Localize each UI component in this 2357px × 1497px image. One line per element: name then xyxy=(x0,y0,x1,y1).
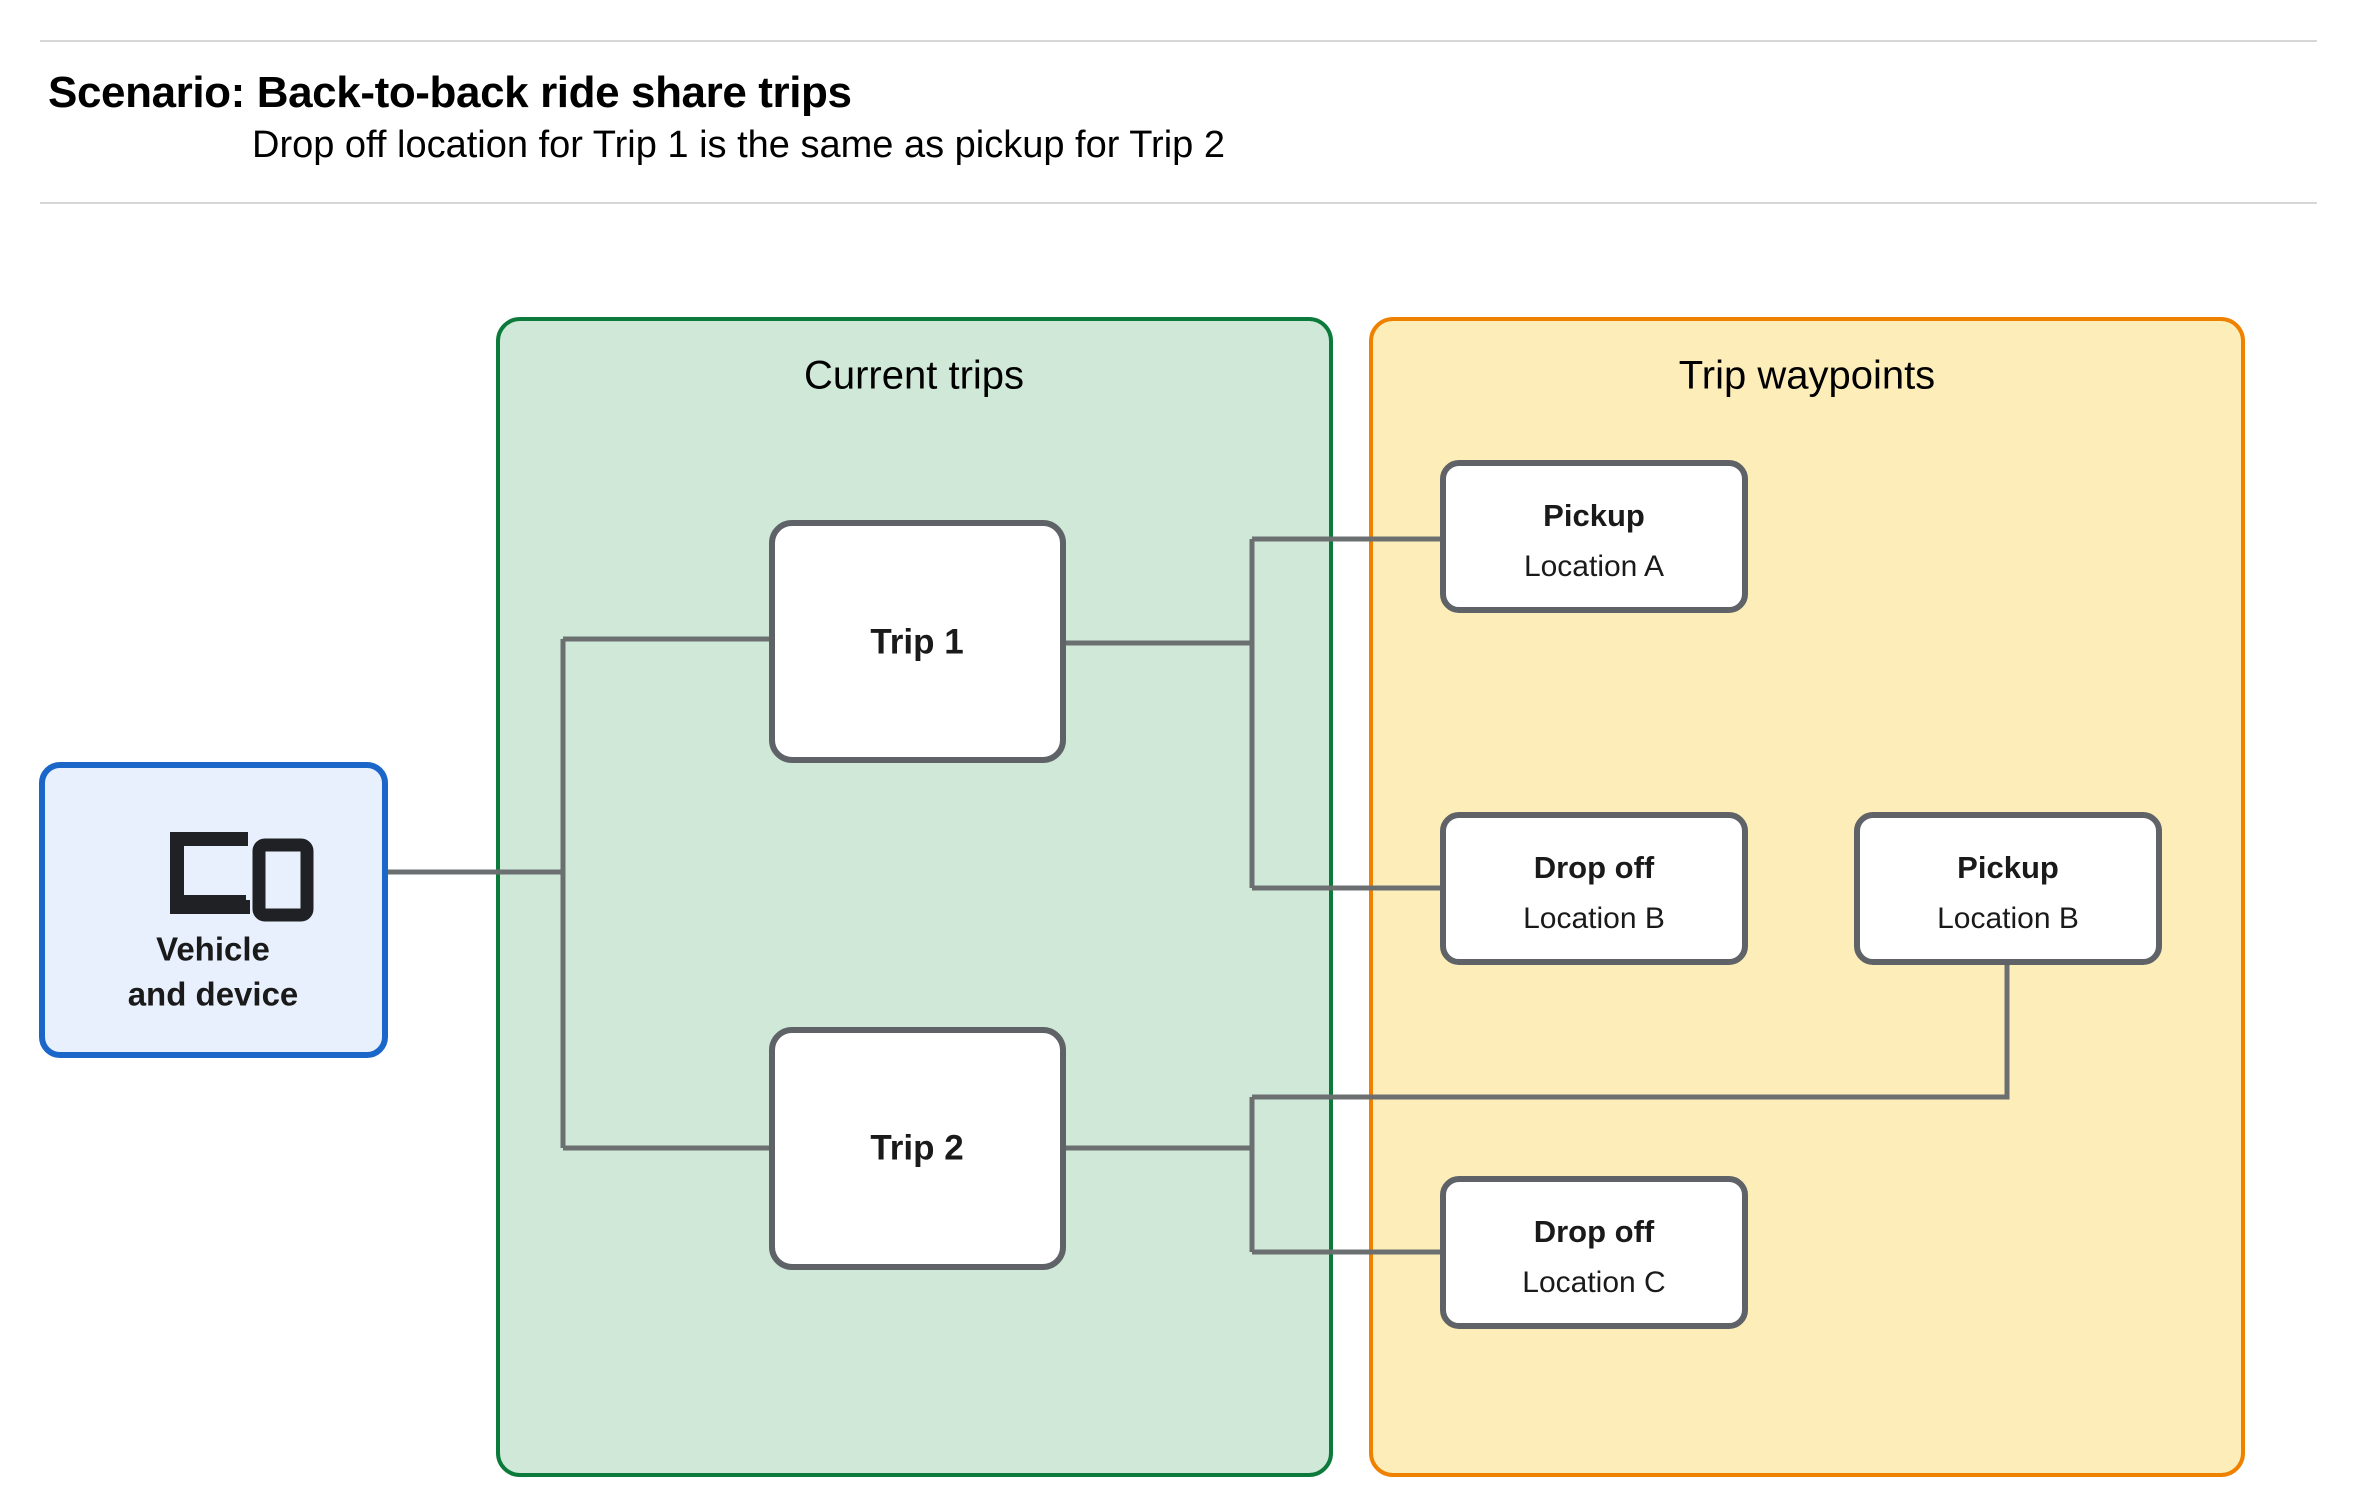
connector-layer xyxy=(385,536,2010,1255)
page-subtitle: Drop off location for Trip 1 is the same… xyxy=(252,124,1225,166)
trip-1-box[interactable] xyxy=(769,520,1066,763)
trip-waypoints-panel-title: Trip waypoints xyxy=(1679,354,1935,398)
panel-current-trips: Current trips xyxy=(496,317,1333,1477)
pickup-a-type: Pickup xyxy=(1543,498,1645,533)
trip-2-label: Trip 2 xyxy=(870,1128,963,1167)
trip-node-1[interactable]: Trip 1 xyxy=(769,520,1066,763)
vehicle-and-device-node[interactable]: Vehicle and device xyxy=(39,762,388,1058)
dropoff-b-box[interactable] xyxy=(1440,812,1748,965)
page-title: Scenario: Back-to-back ride share trips xyxy=(48,68,852,117)
pickup-a-box[interactable] xyxy=(1440,460,1748,613)
edge-trip2-to-pickup-b xyxy=(1252,962,2010,1100)
dropoff-b-location: Location B xyxy=(1523,902,1665,935)
pickup-b-location: Location B xyxy=(1937,902,2079,935)
current-trips-panel-title: Current trips xyxy=(804,354,1024,398)
devices-icon xyxy=(170,832,314,922)
vehicle-label-line2: and device xyxy=(128,976,299,1013)
dropoff-c-type: Drop off xyxy=(1534,1214,1655,1249)
header-bottom-divider xyxy=(40,202,2317,204)
waypoint-node-pickup-a[interactable]: Pickup Location A xyxy=(1440,460,1748,613)
current-trips-panel-box xyxy=(496,317,1333,1477)
vehicle-label-line1: Vehicle xyxy=(156,931,270,968)
pickup-b-type: Pickup xyxy=(1957,850,2059,885)
pickup-a-location: Location A xyxy=(1524,550,1664,583)
trip-2-box[interactable] xyxy=(769,1027,1066,1270)
header-top-divider xyxy=(40,40,2317,42)
trip-node-2[interactable]: Trip 2 xyxy=(769,1027,1066,1270)
waypoint-node-dropoff-c[interactable]: Drop off Location C xyxy=(1440,1176,1748,1329)
pickup-b-box[interactable] xyxy=(1854,812,2162,965)
waypoint-node-pickup-b[interactable]: Pickup Location B xyxy=(1854,812,2162,965)
dropoff-b-type: Drop off xyxy=(1534,850,1655,885)
waypoint-node-dropoff-b[interactable]: Drop off Location B xyxy=(1440,812,1748,965)
trip-1-label: Trip 1 xyxy=(870,622,963,661)
dropoff-c-location: Location C xyxy=(1522,1266,1665,1299)
dropoff-c-box[interactable] xyxy=(1440,1176,1748,1329)
